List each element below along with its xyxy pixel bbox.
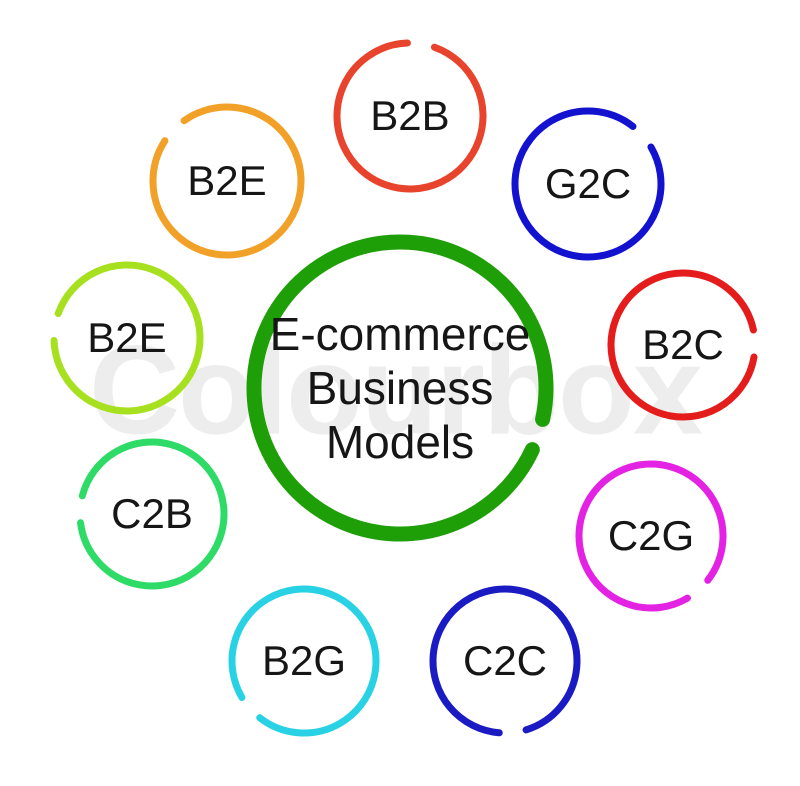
- model-node-c2b-ring-icon: [76, 438, 228, 590]
- model-node-b2e-2-label: B2E: [147, 101, 307, 261]
- model-node-c2c-ring-icon: [429, 585, 581, 737]
- model-node-b2c-ring-icon: [607, 269, 759, 421]
- model-node-b2g-ring-icon: [228, 585, 380, 737]
- model-node-c2g: C2G: [573, 458, 729, 614]
- model-node-b2e-2-label-line: B2E: [187, 157, 267, 204]
- model-node-c2g-label-line: C2G: [607, 512, 695, 559]
- model-node-c2c-label: C2C: [427, 583, 583, 739]
- model-node-b2b-ring-icon: [333, 39, 487, 193]
- model-node-g2c-label-line: G2C: [544, 160, 632, 207]
- model-node-b2b-label-line: B2B: [370, 92, 450, 139]
- center-node-label-line: Models: [325, 416, 475, 468]
- watermark-text: Colourbox: [89, 319, 703, 461]
- center-node-label-line: E-commerce: [269, 308, 531, 360]
- model-node-b2e-label-line: B2E: [87, 314, 167, 361]
- model-node-b2g-label-line: B2G: [261, 637, 347, 684]
- model-node-c2c-label-line: C2C: [462, 637, 548, 684]
- model-node-b2g: B2G: [226, 583, 382, 739]
- model-node-b2e-ring-icon: [50, 261, 204, 415]
- model-node-b2e-2-ring-icon: [149, 103, 305, 259]
- center-node-label-line: Business: [306, 362, 494, 414]
- model-node-b2b: B2B: [331, 37, 489, 195]
- model-node-g2c-label: G2C: [509, 105, 667, 263]
- model-node-c2g-ring-icon: [575, 460, 727, 612]
- model-node-b2c: B2C: [605, 267, 761, 423]
- model-node-g2c-ring-icon: [511, 107, 665, 261]
- model-node-c2b: C2B: [74, 436, 230, 592]
- model-node-b2e-label: B2E: [48, 259, 206, 417]
- model-node-g2c: G2C: [509, 105, 667, 263]
- model-node-b2e: B2E: [48, 259, 206, 417]
- model-node-c2b-label-line: C2B: [111, 490, 193, 537]
- model-node-c2b-label: C2B: [74, 436, 230, 592]
- model-node-b2c-label: B2C: [605, 267, 761, 423]
- model-node-c2g-label: C2G: [573, 458, 729, 614]
- center-node-ring-icon: [246, 234, 554, 542]
- model-node-b2e-2: B2E: [147, 101, 307, 261]
- model-node-b2g-label: B2G: [226, 583, 382, 739]
- model-node-c2c: C2C: [427, 583, 583, 739]
- model-node-b2b-label: B2B: [331, 37, 489, 195]
- model-node-b2c-label-line: B2C: [642, 321, 724, 368]
